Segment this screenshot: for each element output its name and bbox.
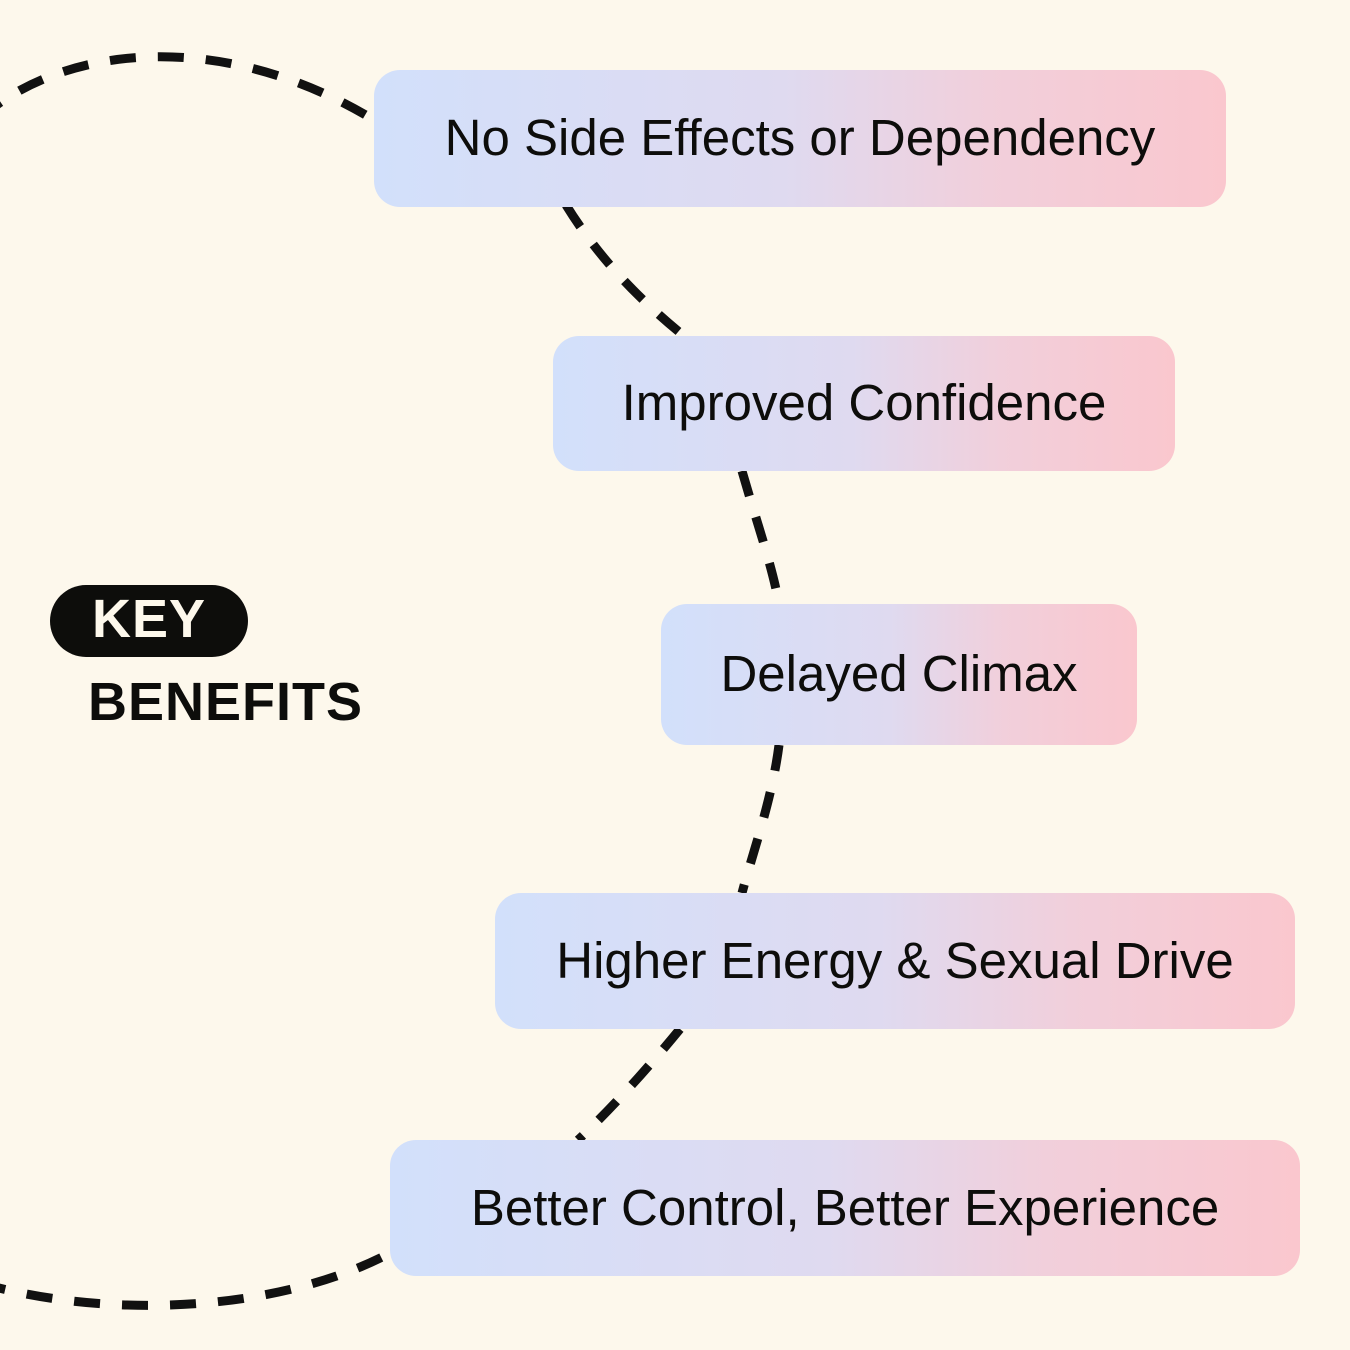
key-benefits-title: KEY BENEFITS [50, 585, 470, 729]
benefit-chip-2-label: Improved Confidence [621, 374, 1107, 432]
connector-chip2-chip3 [737, 469, 784, 605]
benefit-chip-4[interactable]: Higher Energy & Sexual Drive [495, 893, 1295, 1029]
benefit-chip-5[interactable]: Better Control, Better Experience [390, 1140, 1300, 1276]
connector-chip1-chip2 [562, 202, 687, 340]
benefit-chip-1[interactable]: No Side Effects or Dependency [374, 70, 1226, 207]
benefits-label: BENEFITS [88, 672, 364, 733]
benefit-chip-3[interactable]: Delayed Climax [661, 604, 1137, 745]
connector-chip4-chip5 [574, 1026, 684, 1144]
benefit-chip-2[interactable]: Improved Confidence [553, 336, 1175, 471]
connector-arc-top-left [0, 52, 377, 124]
benefit-chip-5-label: Better Control, Better Experience [470, 1178, 1220, 1236]
benefit-chip-3-label: Delayed Climax [720, 645, 1078, 703]
key-pill-label: KEY [50, 585, 249, 658]
connector-arc-bottom-left [0, 1248, 395, 1310]
connector-chip3-chip4 [737, 744, 784, 895]
benefit-chip-1-label: No Side Effects or Dependency [444, 109, 1156, 167]
benefit-chip-4-label: Higher Energy & Sexual Drive [556, 931, 1234, 989]
